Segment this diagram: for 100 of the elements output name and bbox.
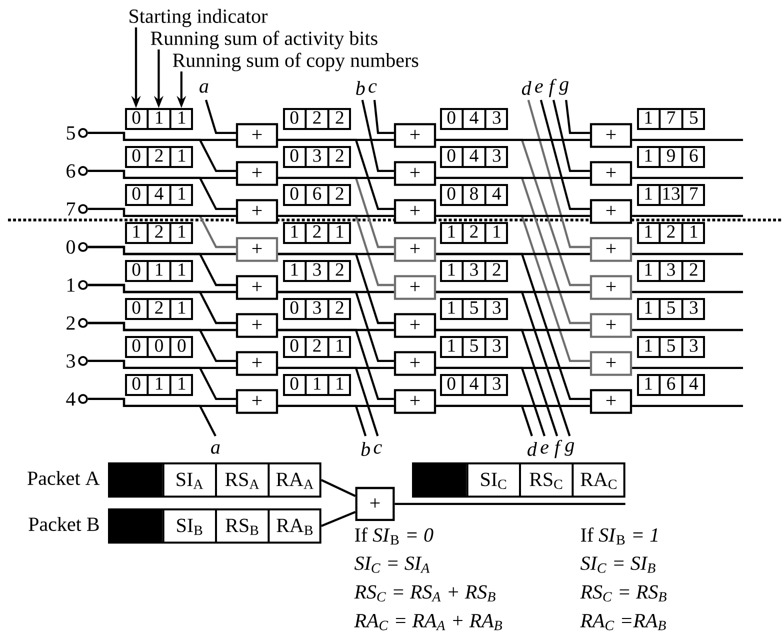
equation: SI$_{C}$ = SI$_{B}$: [580, 556, 656, 573]
value-box: 0 1 1: [283, 374, 351, 396]
wire: [632, 138, 743, 142]
wire: [552, 100, 590, 172]
wire: [632, 214, 743, 218]
wire: [88, 170, 236, 210]
value-box: 1 2 1: [637, 222, 705, 244]
equation: RS$_{C}$ = RS$_{B}$: [580, 585, 666, 602]
wire: [278, 328, 394, 400]
packet-label: Packet B: [28, 516, 99, 532]
wire: [88, 284, 236, 324]
adder-box: +: [394, 199, 436, 224]
row-number: 3: [66, 354, 75, 368]
value-box: 1 3 2: [440, 260, 508, 282]
adder-box: +: [590, 123, 632, 148]
wire: [632, 404, 743, 408]
value-box: 0 1 1: [125, 260, 193, 282]
packet-label: Packet A: [28, 470, 100, 486]
adder-box: +: [590, 389, 632, 414]
wire: [88, 132, 236, 172]
wire: [565, 100, 590, 134]
wire: [632, 176, 743, 180]
wire: [278, 366, 379, 436]
packet-bar: SI$_{C}$ RS$_{C}$ RA$_{C}$: [412, 462, 626, 498]
wire: [436, 366, 546, 436]
adder-box: +: [236, 389, 278, 414]
edge-label: f: [548, 78, 557, 98]
wire: [373, 100, 394, 134]
value-box: 0 1 1: [125, 374, 193, 396]
wire: [278, 176, 394, 180]
adder-box: +: [236, 351, 278, 376]
edge-label: g: [564, 442, 574, 456]
wire: [632, 252, 743, 256]
equation: If SI$_{B}$ = 1: [581, 528, 658, 544]
value-box: 0 2 1: [125, 146, 193, 168]
column-heading: Running sum of copy numbers: [172, 52, 418, 72]
adder-box: +: [236, 161, 278, 186]
row-number: 1: [68, 278, 75, 292]
value-box: 0 8 4: [440, 184, 508, 206]
adder-box: +: [236, 313, 278, 338]
wire: [394, 502, 626, 506]
edge-label: c: [374, 444, 382, 454]
value-box: 1 13 7: [637, 184, 705, 206]
row-number: 5: [66, 126, 75, 140]
wire: [436, 138, 590, 142]
adder-box: +: [236, 237, 278, 262]
adder-box: +: [394, 123, 436, 148]
adder-box: +: [394, 313, 436, 338]
packet-bar: SI$_{A}$ RS$_{A}$ RA$_{A}$: [108, 462, 322, 498]
row-number: 7: [67, 202, 76, 216]
value-box: 1 9 6: [637, 146, 705, 168]
adder-box: +: [394, 389, 436, 414]
value-box: 0 2 1: [125, 298, 193, 320]
adder-box: +: [236, 275, 278, 300]
value-box: 0 0 0: [125, 336, 193, 358]
wire: [632, 328, 743, 332]
wire: [278, 404, 367, 436]
wire: [436, 328, 558, 436]
row-number: 6: [66, 164, 76, 178]
value-box: 0 3 2: [283, 298, 351, 320]
wire: [436, 176, 590, 180]
equation: If SI$_{B}$ = 0: [355, 528, 434, 544]
value-box: 1 3 2: [637, 260, 705, 282]
edge-label: b: [356, 80, 365, 96]
value-box: 0 1 1: [125, 108, 193, 130]
packet-bar: SI$_{B}$ RS$_{B}$ RA$_{B}$: [108, 508, 322, 544]
adder-box: +: [355, 486, 395, 522]
edge-label: b: [361, 442, 370, 456]
value-box: 1 5 3: [637, 298, 705, 320]
wire: [88, 360, 236, 400]
value-box: 1 2 1: [283, 222, 351, 244]
wire: [278, 214, 394, 218]
wire: [540, 100, 590, 210]
wire: [632, 290, 743, 294]
edge-label: f: [554, 440, 562, 458]
value-box: 0 4 3: [440, 108, 508, 130]
wire: [361, 100, 394, 172]
adder-box: +: [236, 123, 278, 148]
value-box: 1 5 3: [440, 336, 508, 358]
adder-box: +: [394, 161, 436, 186]
value-box: 0 3 2: [283, 146, 351, 168]
adder-box: +: [590, 199, 632, 224]
adder-box: +: [394, 275, 436, 300]
value-box: 1 7 5: [637, 108, 705, 130]
wire: [88, 208, 236, 218]
value-box: 1 2 1: [440, 222, 508, 244]
value-box: 0 4 3: [440, 374, 508, 396]
wire: [436, 404, 533, 436]
value-box: 1 5 3: [637, 336, 705, 358]
equation: RA$_{C}$ =RA$_{B}$: [580, 614, 666, 630]
column-heading: Running sum of activity bits: [150, 30, 378, 50]
row-number: 4: [66, 392, 76, 406]
row-number: 0: [66, 240, 75, 254]
edge-label: d: [522, 80, 532, 96]
wire: [278, 290, 394, 362]
wire: [436, 252, 590, 400]
value-box: 1 2 1: [125, 222, 193, 244]
adder-box: +: [590, 313, 632, 338]
value-box: 1 3 2: [283, 260, 351, 282]
value-box: 1 6 4: [637, 374, 705, 396]
